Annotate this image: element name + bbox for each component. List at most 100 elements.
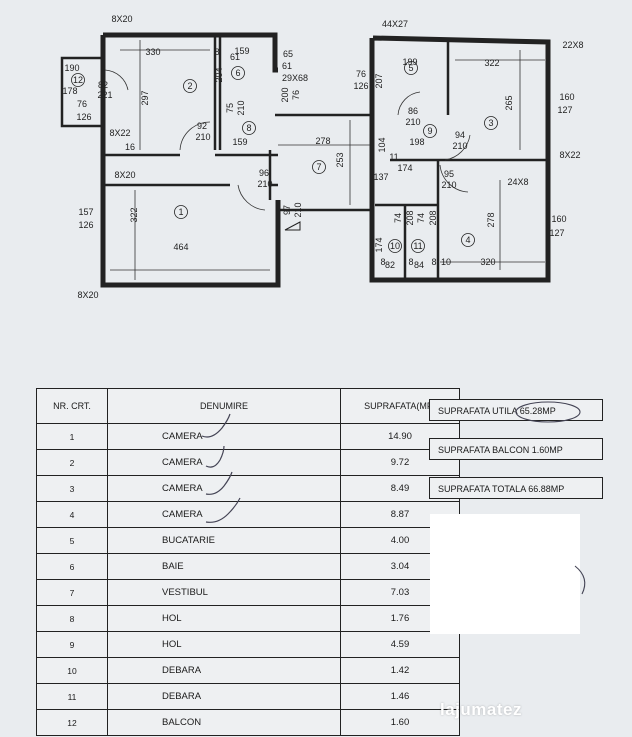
cell-name: HOL — [107, 631, 341, 658]
opening-size: 44X27 — [382, 19, 408, 29]
door-height: 76 — [291, 90, 301, 100]
room-number-circle — [242, 121, 256, 135]
room-dimension: 84 — [414, 260, 424, 270]
room-dimension: 159 — [232, 137, 247, 147]
door-arc — [237, 184, 266, 211]
window-width: 160 — [559, 92, 574, 102]
window-height: 126 — [78, 220, 93, 230]
cell-name: HOL — [107, 605, 341, 632]
cell-nr: 7 — [36, 579, 108, 606]
room-dimension: 82 — [385, 260, 395, 270]
room-number: 5 — [408, 63, 413, 73]
room-dimension: 320 — [480, 257, 495, 267]
misc-dimension: 137 — [373, 172, 388, 182]
room-number-circle — [174, 205, 188, 219]
opening-size: 8X20 — [111, 14, 132, 24]
cell-name: CAMERA — [107, 423, 341, 450]
room-dimension: 174 — [374, 237, 384, 252]
door-width: 200 — [280, 87, 290, 102]
door-width: 86 — [408, 106, 418, 116]
room-dimension: 204 — [214, 67, 224, 82]
right-block-outer-wall — [369, 35, 551, 283]
header-denumire: DENUMIRE — [107, 388, 341, 424]
room-dimension: 297 — [140, 90, 150, 105]
summary-util: SUPRAFATA UTILA 65.28MP — [429, 399, 603, 421]
cell-nr: 4 — [36, 501, 108, 528]
cell-area: 1.60 — [340, 709, 460, 736]
room-dimension: 221 — [97, 90, 112, 100]
opening-size: 24X8 — [507, 177, 528, 187]
cell-nr: 9 — [36, 631, 108, 658]
room-dimension: 159 — [234, 46, 249, 56]
cell-nr: 3 — [36, 475, 108, 502]
room-dimension: 198 — [409, 137, 424, 147]
room-number-circle — [183, 79, 197, 93]
room-dimension: 199 — [402, 57, 417, 67]
cell-nr: 11 — [36, 683, 108, 710]
room-dimension: 207 — [374, 73, 384, 88]
room-number: 6 — [235, 68, 240, 78]
cell-nr: 5 — [36, 527, 108, 554]
room-number: 3 — [488, 118, 493, 128]
cell-area: 1.42 — [340, 657, 460, 684]
door-width: 97 — [282, 205, 292, 215]
misc-dimension: 174 — [397, 163, 412, 173]
entrance-marker — [284, 221, 301, 231]
corridor-wall — [275, 113, 373, 212]
door-width: 94 — [455, 130, 465, 140]
left-block-outer-wall — [100, 32, 281, 288]
door-height: 210 — [257, 179, 272, 189]
door-height: 210 — [441, 180, 456, 190]
room-number-circle — [312, 160, 326, 174]
room-dimension: 82 — [98, 80, 108, 90]
cell-area: 4.59 — [340, 631, 460, 658]
room-dimension: 322 — [129, 207, 139, 222]
room-number: 8 — [246, 123, 251, 133]
room-dimension: 253 — [335, 152, 345, 167]
table-header-row: NR. CRT. DENUMIRE SUPRAFATA(MP) — [36, 388, 460, 424]
door-width: 74 — [393, 213, 403, 223]
misc-dimension: 8 — [408, 257, 413, 267]
room-dimension: 322 — [484, 58, 499, 68]
cell-name: VESTIBUL — [107, 579, 341, 606]
misc-dimension: 8 — [214, 47, 219, 57]
cell-nr: 12 — [36, 709, 108, 736]
door-width: 95 — [444, 169, 454, 179]
window-width: 190 — [64, 63, 79, 73]
cell-nr: 2 — [36, 449, 108, 476]
door-height: 210 — [293, 202, 303, 217]
window-height: 126 — [76, 112, 91, 122]
cell-name: CAMERA — [107, 449, 341, 476]
watermark: lajumatez — [440, 700, 522, 719]
room-number: 7 — [316, 162, 321, 172]
summary-total: SUPRAFATA TOTALA 66.88MP — [429, 477, 603, 499]
room-dimension: 278 — [315, 136, 330, 146]
cell-nr: 6 — [36, 553, 108, 580]
door-height: 210 — [195, 132, 210, 142]
opening-size: 8X20 — [77, 290, 98, 300]
door-width: 92 — [197, 121, 207, 131]
room-dimension: 330 — [145, 47, 160, 57]
room-number-circle — [423, 124, 437, 138]
room-number: 1 — [178, 207, 183, 217]
door-width: 65 — [283, 49, 293, 59]
redacted-area — [430, 514, 580, 634]
window-width: 160 — [551, 214, 566, 224]
cell-name: CAMERA — [107, 501, 341, 528]
window-width: 157 — [78, 207, 93, 217]
room-number-circle — [231, 66, 245, 80]
cell-nr: 10 — [36, 657, 108, 684]
door-arc — [179, 121, 211, 151]
room-number-circle — [411, 239, 425, 253]
misc-dimension: 61 — [230, 52, 240, 62]
